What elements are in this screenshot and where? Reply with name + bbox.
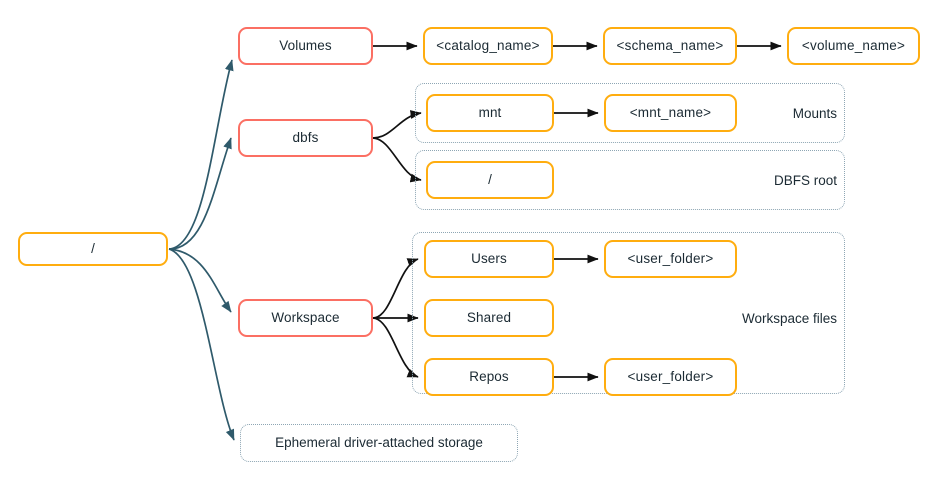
node-mnt[interactable]: mnt xyxy=(426,94,554,132)
edge-root-to-dbfs xyxy=(168,137,232,250)
group-label-workspace-files: Workspace files xyxy=(741,311,837,326)
node-users-user-folder[interactable]: <user_folder> xyxy=(604,240,737,278)
node-repos-user-folder[interactable]: <user_folder> xyxy=(604,358,737,396)
node-dbfs[interactable]: dbfs xyxy=(238,119,373,157)
group-label-dbfs-root: DBFS root xyxy=(773,173,837,188)
node-schema-name[interactable]: <schema_name> xyxy=(603,27,737,65)
edge-dbfs-to-dbfs-root xyxy=(372,137,422,183)
edge-root-to-workspace xyxy=(168,248,232,313)
node-dbfs-root-slash[interactable]: / xyxy=(426,161,554,199)
node-volume-name[interactable]: <volume_name> xyxy=(787,27,920,65)
edge-dbfs-to-mnt xyxy=(372,110,422,139)
group-label-mounts: Mounts xyxy=(792,106,837,121)
node-mnt-name[interactable]: <mnt_name> xyxy=(604,94,737,132)
node-volumes[interactable]: Volumes xyxy=(238,27,373,65)
node-root[interactable]: / xyxy=(18,232,168,266)
node-catalog-name[interactable]: <catalog_name> xyxy=(423,27,553,65)
edge-root-to-ephemeral xyxy=(168,248,235,441)
node-workspace[interactable]: Workspace xyxy=(238,299,373,337)
node-repos[interactable]: Repos xyxy=(424,358,554,396)
node-shared[interactable]: Shared xyxy=(424,299,554,337)
node-users[interactable]: Users xyxy=(424,240,554,278)
node-ephemeral-storage[interactable]: Ephemeral driver-attached storage xyxy=(240,424,518,462)
edge-root-to-volumes xyxy=(168,59,234,250)
